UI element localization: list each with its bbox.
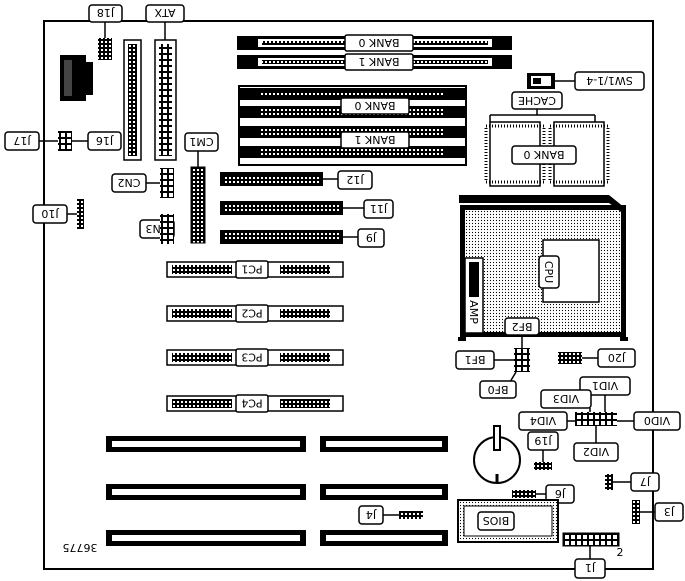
vid0-label: VID0 bbox=[644, 414, 670, 427]
cache-chips: BANK 0 bbox=[484, 121, 610, 187]
connector-j6: J6 bbox=[512, 484, 575, 504]
pc3-label: PC3 bbox=[241, 351, 262, 364]
connector-j19: J19 bbox=[527, 431, 559, 470]
vid3-label: VID3 bbox=[553, 392, 579, 405]
pc4-label: PC4 bbox=[241, 397, 262, 410]
bios-label: BIOS bbox=[483, 514, 509, 527]
cn2-label: CN2 bbox=[118, 176, 141, 189]
j3-label: J3 bbox=[664, 505, 675, 518]
dimm-slot-bank0: BANK 0 bbox=[237, 34, 512, 52]
bank1-dimm-label: BANK 1 bbox=[358, 55, 399, 68]
j11-label: J11 bbox=[370, 202, 388, 215]
callout-j17: J17 bbox=[4, 131, 72, 151]
bank0-simm-label: BANK 0 bbox=[354, 99, 395, 112]
simm-slots: BANK 0 BANK 1 bbox=[238, 85, 467, 166]
pci-slot-pc2: PC2 bbox=[166, 304, 344, 323]
pc1-label: PC1 bbox=[241, 263, 262, 276]
connector-j20: J20 bbox=[558, 348, 636, 368]
figure-number: 36775 bbox=[63, 541, 98, 554]
connector-j4: J4 bbox=[358, 505, 423, 525]
bios-chip: BIOS bbox=[457, 499, 559, 543]
callout-cn3: CN3 bbox=[139, 214, 175, 244]
connector-j12: J12 bbox=[220, 170, 373, 190]
vid4-label: VID4 bbox=[530, 414, 556, 427]
cm1-connector: CM1 bbox=[184, 132, 219, 244]
pci-slot-pc4: PC4 bbox=[166, 394, 344, 413]
callout-atx: ATX bbox=[145, 4, 185, 40]
bf2-label: BF2 bbox=[512, 320, 533, 333]
connector-j7: J7 bbox=[605, 472, 660, 492]
cache-label: CACHE bbox=[518, 94, 556, 107]
j7-label: J7 bbox=[640, 475, 651, 488]
cpu-label: CPU bbox=[542, 261, 555, 283]
callout-j10: J10 bbox=[32, 199, 84, 229]
j1-pin2-label: 2 bbox=[617, 546, 624, 559]
connector-j11: J11 bbox=[220, 199, 394, 219]
j17-label: J17 bbox=[13, 134, 31, 147]
io-connector bbox=[60, 55, 93, 101]
j9-label: J9 bbox=[366, 231, 377, 244]
j16-label: J16 bbox=[96, 134, 114, 147]
bank0-dimm-label: BANK 0 bbox=[358, 36, 399, 49]
j6-label: J6 bbox=[555, 487, 566, 500]
dimm-slot-bank1: BANK 1 bbox=[237, 53, 512, 71]
pci-slot-pc3: PC3 bbox=[166, 348, 344, 367]
pci-slot-pc1: PC1 bbox=[166, 260, 344, 279]
j12-label: J12 bbox=[346, 173, 364, 186]
j4-label: J4 bbox=[366, 508, 377, 521]
connector-j1: 2 J1 bbox=[562, 532, 624, 579]
pc2-label: PC2 bbox=[241, 307, 262, 320]
callout-j16: J16 bbox=[72, 131, 122, 151]
vid2-label: VID2 bbox=[583, 445, 609, 458]
bank1-simm-label: BANK 1 bbox=[354, 133, 395, 146]
j18-label: J18 bbox=[97, 6, 115, 19]
cm1-label: CM1 bbox=[189, 135, 213, 148]
vid-jumpers: VID1 VID3 VID4 VID0 VID2 bbox=[518, 376, 681, 462]
connector-j3: J3 bbox=[632, 500, 684, 524]
bf0-label: BF0 bbox=[488, 383, 509, 396]
callout-cache: CACHE bbox=[489, 91, 596, 122]
bf1-label: BF1 bbox=[465, 353, 486, 366]
connector-j9: J9 bbox=[220, 228, 385, 248]
bank0-cache-label: BANK 0 bbox=[523, 148, 564, 161]
amp-label: AMP bbox=[467, 300, 480, 324]
callout-cn2: CN2 bbox=[111, 168, 174, 198]
sw1-switch: SW1/1-4 bbox=[527, 71, 645, 91]
atx-label: ATX bbox=[154, 6, 175, 19]
callout-j18: J18 bbox=[88, 4, 123, 60]
bf-jumpers: BF2 BF1 BF0 bbox=[455, 317, 540, 399]
battery bbox=[473, 425, 521, 484]
cpu-socket: CPU AMP bbox=[458, 195, 628, 341]
j20-label: J20 bbox=[608, 351, 626, 364]
isa-slots bbox=[106, 436, 448, 546]
vid1-label: VID1 bbox=[592, 379, 618, 392]
j10-label: J10 bbox=[41, 207, 59, 220]
sw1-label: SW1/1-4 bbox=[586, 74, 633, 87]
j1-label: J1 bbox=[585, 561, 596, 574]
j19-label: J19 bbox=[534, 434, 552, 447]
